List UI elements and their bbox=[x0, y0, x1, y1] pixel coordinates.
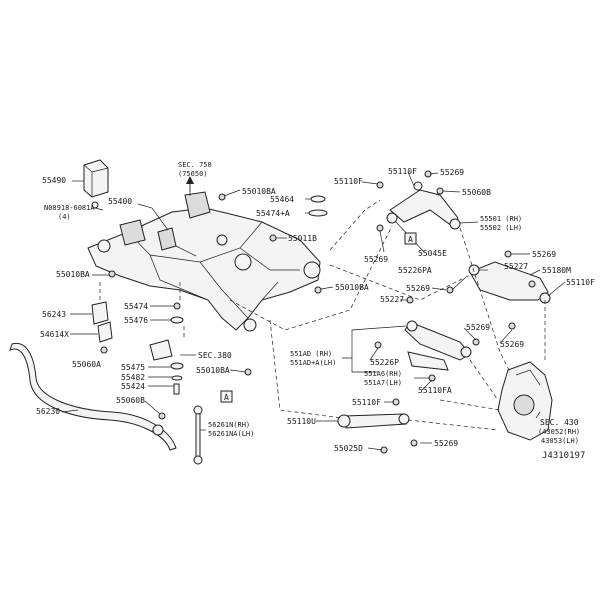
label-56261na: 56261NA(LH) bbox=[208, 430, 254, 438]
label-55227-b: 55227 bbox=[380, 295, 404, 304]
label-551a6: 551A6(RH) bbox=[364, 370, 402, 378]
label-55227-a: 55227 bbox=[504, 262, 528, 271]
label-55060b-b: 55060B bbox=[462, 188, 491, 197]
label-55474a: 55474+A bbox=[256, 209, 290, 218]
label-43052: (43052(RH) bbox=[538, 428, 580, 436]
assembly-dashed-lines bbox=[99, 199, 546, 431]
label-551ad: 551AD (RH) bbox=[290, 350, 332, 358]
label-54614x: 54614X bbox=[40, 330, 69, 339]
label-55269-a: 55269 bbox=[440, 168, 464, 177]
label-55400: 55400 bbox=[108, 197, 132, 206]
part-55400-subframe bbox=[87, 191, 321, 332]
part-bushing-stack bbox=[149, 302, 184, 395]
part-55490-bushing bbox=[83, 159, 109, 209]
label-08918-qty: (4) bbox=[58, 213, 71, 221]
callout-box-a-right bbox=[404, 232, 417, 245]
sec750-arrow bbox=[186, 176, 194, 196]
label-55045e: 55045E bbox=[418, 249, 447, 258]
label-55501: 55501 (RH) bbox=[480, 215, 522, 223]
callout-label-a-left: A bbox=[224, 393, 229, 402]
subframe-bolts bbox=[108, 193, 322, 376]
label-sec380: SEC.380 bbox=[198, 351, 232, 360]
label-55474: 55474 bbox=[124, 302, 148, 311]
label-55110f-a: 55110F bbox=[334, 177, 363, 186]
part-55180m-link bbox=[468, 250, 551, 304]
part-56243-bushing bbox=[91, 301, 113, 354]
part-56261n-link bbox=[158, 405, 203, 465]
label-55060a: 55060A bbox=[72, 360, 101, 369]
label-55424: 55424 bbox=[121, 382, 145, 391]
label-55269-c: 55269 bbox=[532, 250, 556, 259]
callout-label-a-right: A bbox=[408, 235, 413, 244]
label-43053: 43053(LH) bbox=[541, 437, 579, 445]
label-55269-f: 55269 bbox=[500, 340, 524, 349]
label-55011b: 55011B bbox=[288, 234, 317, 243]
label-sec750: SEC. 750 bbox=[178, 161, 212, 169]
label-sec750-ref: (75650) bbox=[178, 170, 208, 178]
label-55010ba-d: 55010BA bbox=[196, 366, 230, 375]
label-56243: 56243 bbox=[42, 310, 66, 319]
label-55110f-d: 55110F bbox=[352, 398, 381, 407]
label-55269-d: 55269 bbox=[406, 284, 430, 293]
label-55110fa: 55110FA bbox=[418, 386, 452, 395]
label-56230: 56230 bbox=[36, 407, 60, 416]
label-55110f-b: 55110F bbox=[388, 167, 417, 176]
label-55010ba-c: 55010BA bbox=[335, 283, 369, 292]
part-55501-upper-arm bbox=[376, 170, 461, 232]
callout-box-a-left bbox=[220, 390, 233, 403]
label-55226pa: 55226PA bbox=[398, 266, 432, 275]
label-55476: 55476 bbox=[124, 316, 148, 325]
label-sec430: SEC. 430 bbox=[540, 418, 579, 427]
label-55475: 55475 bbox=[121, 363, 145, 372]
part-55464-washer bbox=[308, 195, 328, 217]
part-551ad-lower-arm bbox=[374, 286, 480, 382]
drawing-code: J4310197 bbox=[542, 451, 585, 461]
label-55269-b: 55269 bbox=[364, 255, 388, 264]
part-sec430-knuckle bbox=[497, 322, 553, 441]
part-56230-stabilizer-bar bbox=[9, 342, 177, 451]
label-55502: 55502 (LH) bbox=[480, 224, 522, 232]
label-55226p: 55226P bbox=[370, 358, 399, 367]
label-55110u: 55110U bbox=[287, 417, 316, 426]
label-55010ba-a: 55010BA bbox=[242, 187, 276, 196]
label-551ada: 551AD+A(LH) bbox=[290, 359, 336, 367]
label-55269-e: 55269 bbox=[466, 323, 490, 332]
label-55025d: 55025D bbox=[334, 444, 363, 453]
label-08918: N08918-6081A bbox=[44, 204, 95, 212]
label-55269-g: 55269 bbox=[434, 439, 458, 448]
label-55060b-a: 55060B bbox=[116, 396, 145, 405]
label-55464: 55464 bbox=[270, 195, 294, 204]
label-55482: 55482 bbox=[121, 373, 145, 382]
label-55490: 55490 bbox=[42, 176, 66, 185]
label-56261n: 56261N(RH) bbox=[208, 421, 250, 429]
part-55110u-toe-link bbox=[337, 398, 418, 454]
label-55180m: 55180M bbox=[542, 266, 571, 275]
label-55010ba-b: 55010BA bbox=[56, 270, 90, 279]
label-55110f-c: 55110F bbox=[566, 278, 595, 287]
label-551a7: 551A7(LH) bbox=[364, 379, 402, 387]
